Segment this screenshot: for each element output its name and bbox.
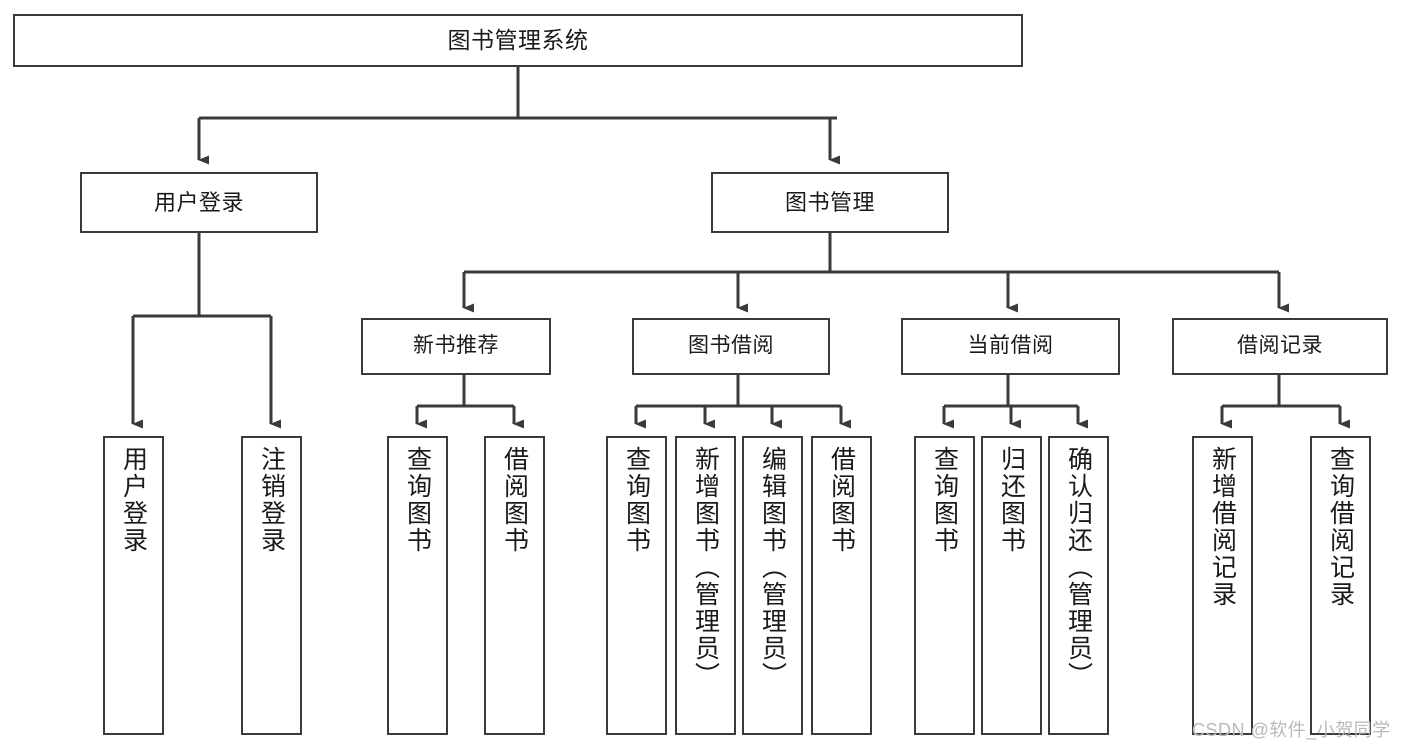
node-label: 查询图书 (403, 446, 432, 554)
node-label: 借阅图书 (827, 446, 856, 554)
leaf-confirm-return-admin[interactable]: 确认归还（管理员） (1048, 436, 1109, 735)
node-label: 图书借阅 (688, 334, 774, 358)
node-label: 注销登录 (257, 446, 286, 554)
leaf-borrow-book-recommend[interactable]: 借阅图书 (484, 436, 545, 735)
node-new-book-recommend[interactable]: 新书推荐 (361, 318, 551, 375)
node-label: 查询图书 (622, 446, 651, 554)
leaf-add-book-admin[interactable]: 新增图书（管理员） (675, 436, 736, 735)
node-label: 确认归还（管理员） (1064, 446, 1093, 689)
node-label: 新书推荐 (413, 334, 499, 358)
node-label: 图书管理系统 (447, 27, 589, 54)
node-book-management[interactable]: 图书管理 (711, 172, 949, 233)
node-label: 编辑图书（管理员） (758, 446, 787, 689)
node-book-borrow[interactable]: 图书借阅 (632, 318, 830, 375)
node-label: 查询借阅记录 (1326, 446, 1355, 608)
node-label: 用户登录 (119, 446, 148, 554)
leaf-return-book[interactable]: 归还图书 (981, 436, 1042, 735)
node-label: 新增图书（管理员） (691, 446, 720, 689)
node-current-borrow[interactable]: 当前借阅 (901, 318, 1120, 375)
leaf-query-book-current[interactable]: 查询图书 (914, 436, 975, 735)
node-label: 用户登录 (153, 189, 244, 215)
node-label: 查询图书 (930, 446, 959, 554)
leaf-query-borrow-record[interactable]: 查询借阅记录 (1310, 436, 1371, 735)
node-label: 图书管理 (784, 189, 875, 215)
csdn-watermark: CSDN @软件_小贺同学 (1192, 720, 1391, 740)
node-label: 新增借阅记录 (1208, 446, 1237, 608)
node-label: 借阅图书 (500, 446, 529, 554)
node-label: 当前借阅 (967, 334, 1054, 358)
leaf-query-book-recommend[interactable]: 查询图书 (387, 436, 448, 735)
node-borrow-record[interactable]: 借阅记录 (1172, 318, 1388, 375)
leaf-edit-book-admin[interactable]: 编辑图书（管理员） (742, 436, 803, 735)
node-user-login[interactable]: 用户登录 (80, 172, 318, 233)
leaf-add-borrow-record[interactable]: 新增借阅记录 (1192, 436, 1253, 735)
node-label: 归还图书 (997, 446, 1026, 554)
leaf-user-login[interactable]: 用户登录 (103, 436, 164, 735)
leaf-query-book-borrow[interactable]: 查询图书 (606, 436, 667, 735)
node-label: 借阅记录 (1237, 334, 1323, 358)
node-book-management-system[interactable]: 图书管理系统 (13, 14, 1023, 67)
leaf-logout[interactable]: 注销登录 (241, 436, 302, 735)
leaf-borrow-book[interactable]: 借阅图书 (811, 436, 872, 735)
